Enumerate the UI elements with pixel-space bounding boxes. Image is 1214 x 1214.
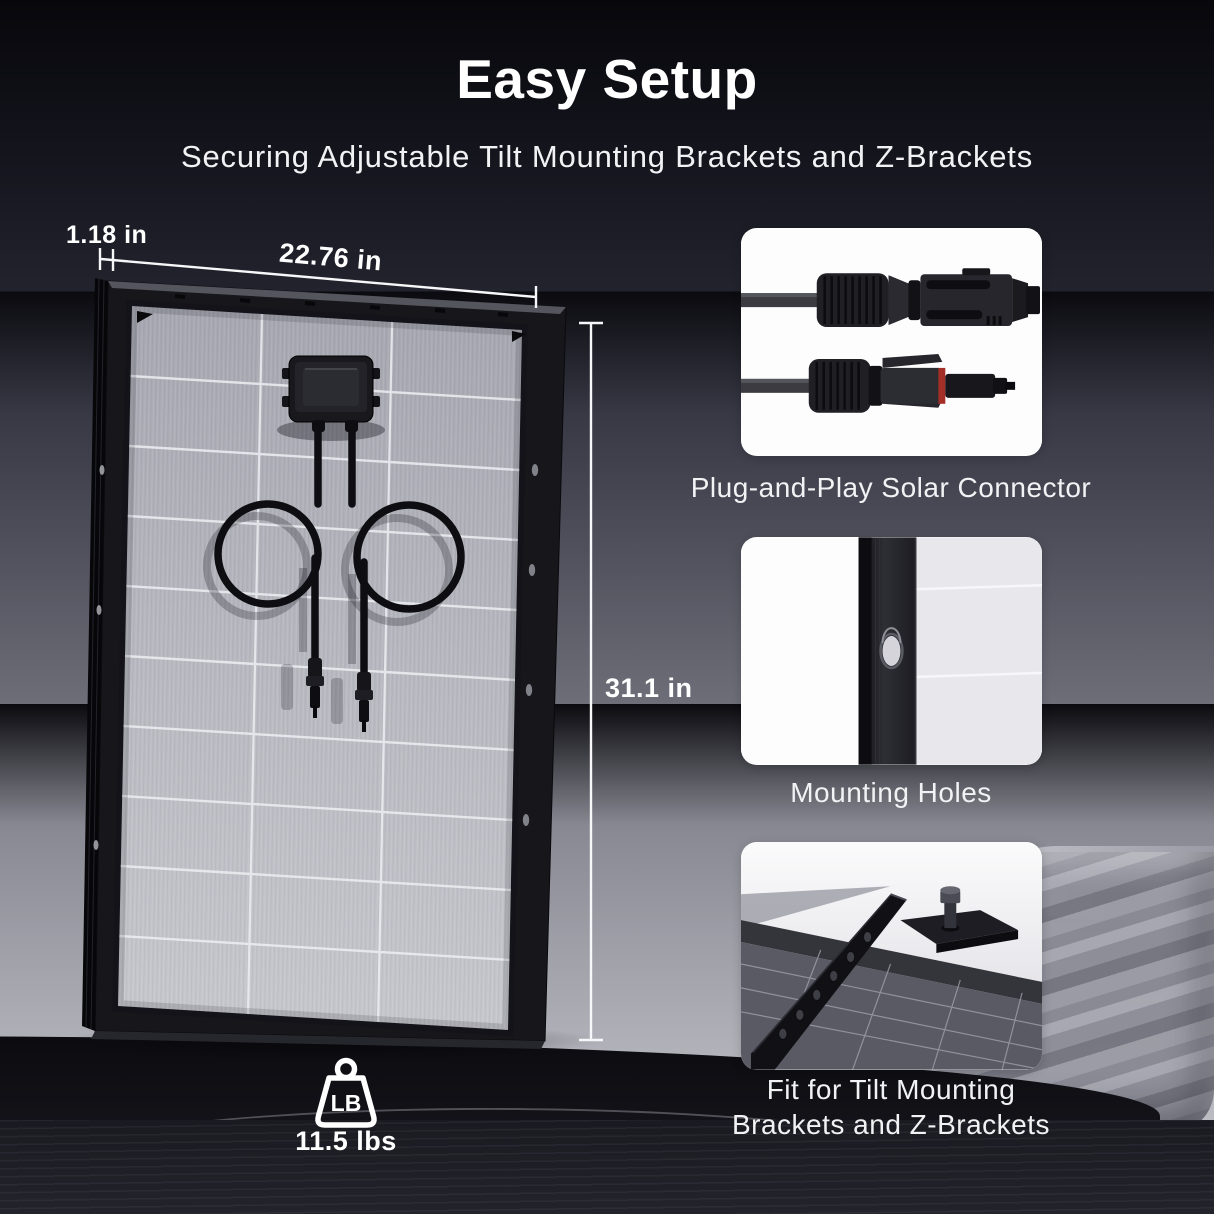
caption-line: Brackets and Z-Brackets — [731, 1109, 1051, 1140]
caption-mounting-holes: Mounting Holes — [661, 775, 1121, 810]
caption-line: Fit for Tilt Mounting — [766, 1074, 1016, 1105]
mounting-hole — [879, 627, 904, 670]
platform-foreground — [0, 1120, 1214, 1214]
page-subtitle: Securing Adjustable Tilt Mounting Bracke… — [181, 139, 1033, 174]
caption-solar-connector: Plug-and-Play Solar Connector — [661, 470, 1121, 505]
z-bracket — [750, 893, 1019, 1070]
frame-mounting-slots — [93, 294, 539, 850]
bolt — [940, 886, 961, 932]
frame-thickness-label: 1.18 in — [66, 221, 147, 249]
dimension-height — [579, 321, 603, 1042]
weight-value: 11.5 lbs — [295, 1126, 397, 1156]
height-dimension-label: 31.1 in — [605, 673, 693, 703]
caption-line: Mounting Holes — [790, 777, 992, 808]
panel-cables — [203, 426, 465, 732]
feature-card-mounting-holes — [741, 537, 1042, 765]
lb-icon-text: LB — [331, 1090, 362, 1116]
feature-card-brackets — [741, 842, 1042, 1070]
z-bracket-bolt-icon — [741, 842, 1042, 1070]
dimension-width — [98, 248, 538, 308]
female-connector — [741, 268, 1041, 328]
mc4-connector-right — [355, 672, 373, 732]
male-connector — [741, 353, 1016, 413]
mounting-hole-closeup-icon — [741, 537, 1042, 765]
caption-brackets: Fit for Tilt Mounting Brackets and Z-Bra… — [661, 1072, 1121, 1142]
solar-panel-diagram: 22.76 in 1.18 in 31.1 in LB 11.5 lbs — [66, 221, 693, 1156]
mc4-connector-left — [306, 658, 324, 718]
junction-box — [277, 355, 385, 441]
width-dimension-label: 22.76 in — [278, 238, 383, 277]
mc4-connector-pair-icon — [741, 228, 1042, 456]
page-title: Easy Setup — [456, 48, 758, 110]
weight-icon: LB — [315, 1057, 377, 1128]
caption-line: Plug-and-Play Solar Connector — [690, 472, 1092, 503]
feature-card-solar-connector — [741, 228, 1042, 456]
